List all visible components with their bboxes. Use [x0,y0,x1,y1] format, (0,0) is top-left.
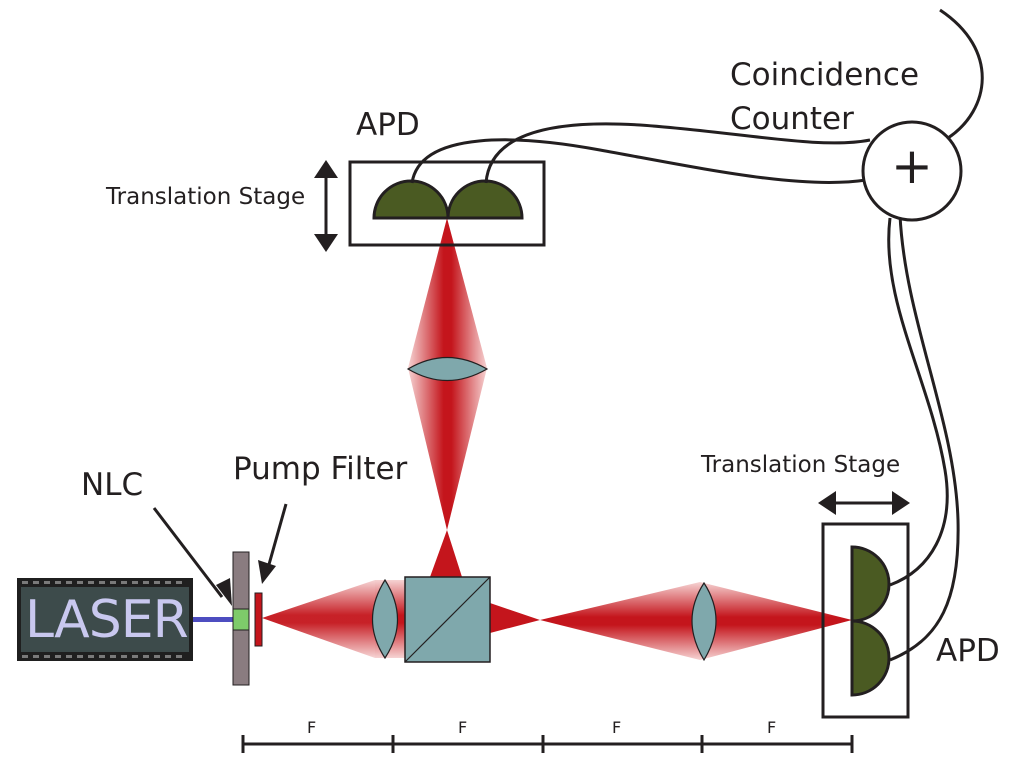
nlc-crystal [232,608,250,631]
pump-filter-label: Pump Filter [233,451,408,487]
apd-top-label: APD [356,107,420,143]
scale-label-f3: F [612,718,622,737]
pump-beam [193,617,233,622]
beam-focus-to-lens2 [540,582,700,660]
lens-1 [371,578,399,660]
coincidence-label-line2: Counter [730,101,854,137]
pump-filter-arrow [258,503,288,584]
beams [262,218,852,660]
scale-label-f1: F [307,718,317,737]
apd-right-label: APD [936,633,1000,669]
beam-bs-up [430,530,462,577]
apd-right-assembly [821,522,910,719]
nlc-arrow [152,507,232,606]
cables [410,8,984,662]
beam-lens2-to-apd [700,582,852,660]
pump-filter [254,592,263,647]
translation-arrow-vertical [314,160,338,252]
translation-stage-top-label: Translation Stage [106,184,306,210]
laser [17,578,193,661]
lens-2 [691,581,717,662]
beam-source-to-lens [262,580,375,658]
focal-scale-bar [241,735,854,753]
translation-stage-right-label: Translation Stage [701,452,901,478]
coincidence-counter [861,120,963,222]
lens-3 [406,356,489,382]
scale-label-f4: F [767,718,777,737]
beam-focus-to-lens3 [408,368,487,530]
translation-arrow-horizontal [818,491,910,515]
plus-symbol: + [891,137,933,195]
scale-label-f2: F [458,718,468,737]
nlc-label: NLC [81,467,144,503]
laser-film-holes [22,581,182,658]
coincidence-label-line1: Coincidence [730,57,920,93]
beam-lens3-to-apd [408,218,487,368]
beam-bs-to-focus [490,603,540,633]
beamsplitter [404,576,491,663]
laser-label: LASER [25,590,189,650]
